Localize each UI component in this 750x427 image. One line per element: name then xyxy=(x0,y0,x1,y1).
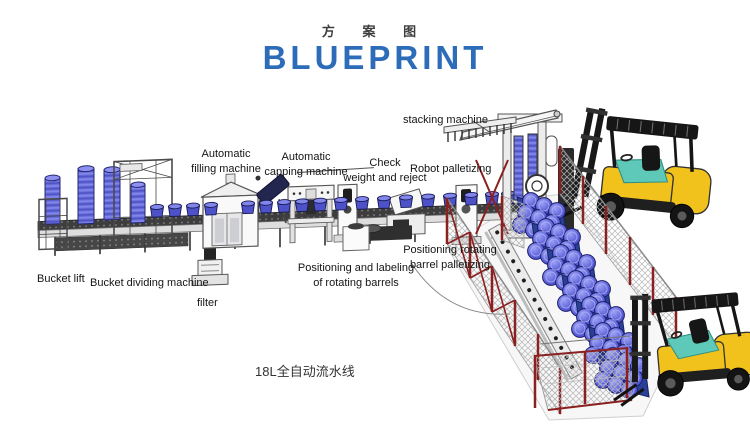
subtitle-cn: 方 案 图 xyxy=(321,24,429,39)
labeling-table-graphic xyxy=(342,223,370,252)
caption-line-name: 18L全自动流水线 xyxy=(255,364,355,379)
label-capping-machine: Automatic capping machine xyxy=(264,151,348,178)
bucket-dividing-graphic xyxy=(113,158,173,244)
label-positioning-labeling: Positioning and labeling of rotating bar… xyxy=(297,262,415,289)
gripper-teeth xyxy=(447,123,512,142)
stacking-leader-line xyxy=(472,120,492,134)
label-bucket-lift: Bucket lift xyxy=(37,273,85,285)
fence-x-braces xyxy=(446,197,516,347)
label-stacking-machine: stacking machine xyxy=(403,114,488,126)
end-pen-graphic xyxy=(533,335,633,411)
label-filling-machine: Automatic filling machine xyxy=(191,148,261,175)
bucket-stacks xyxy=(77,165,121,225)
label-positioning-palletizing: Positioning rotating barrel palletizing xyxy=(403,244,497,271)
capping-machine-graphic xyxy=(287,184,335,244)
filter-graphic xyxy=(191,244,229,287)
callout-curve xyxy=(411,263,511,315)
label-filter: filter xyxy=(197,297,218,309)
label-check-weight: Check weight and reject xyxy=(343,157,427,184)
main-conveyor-line xyxy=(37,158,519,287)
label-bucket-dividing: Bucket dividing machine xyxy=(90,277,209,289)
page-title: BLUEPRINT xyxy=(262,39,488,76)
label-robot-palletizing: Robot palletizing xyxy=(410,163,492,175)
bucket-lift-graphic xyxy=(38,174,68,251)
safety-fence-left xyxy=(445,195,562,416)
